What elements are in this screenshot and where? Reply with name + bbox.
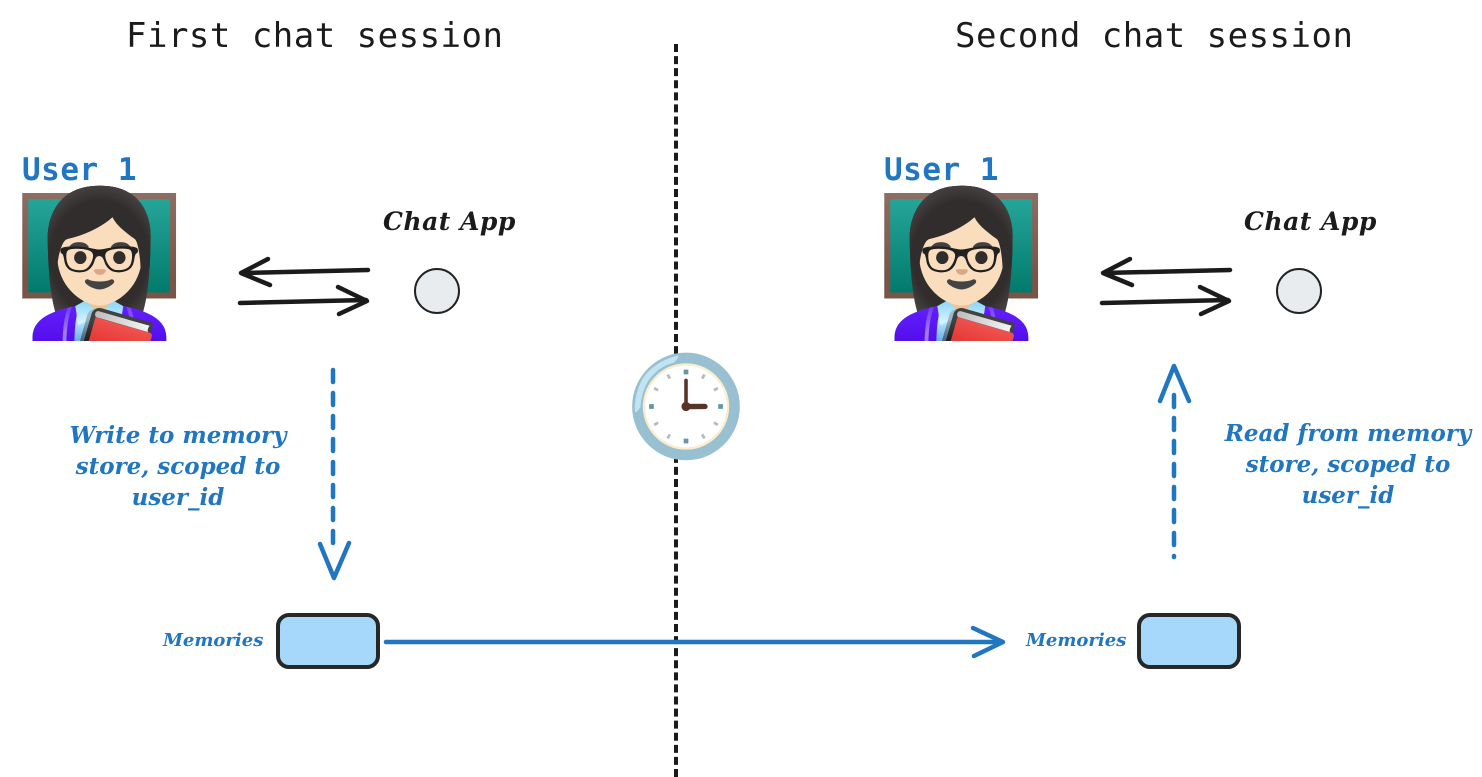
memory-persistence-arrow-icon bbox=[383, 625, 1020, 659]
clock-icon: 🕒 bbox=[625, 350, 748, 464]
left-user-label: User 1 bbox=[22, 152, 137, 188]
right-chat-app-label: Chat App bbox=[1244, 207, 1377, 236]
right-read-flow-arrow-icon bbox=[1157, 363, 1192, 560]
left-write-flow-arrow-icon bbox=[317, 367, 352, 582]
right-memory-store-box[interactable] bbox=[1137, 613, 1241, 669]
right-exchange-arrows-icon bbox=[1099, 255, 1233, 317]
left-exchange-arrows-icon bbox=[237, 255, 371, 317]
left-session-title: First chat session bbox=[126, 16, 504, 56]
left-user-avatar-icon: 👩🏻‍🏫 bbox=[12, 183, 187, 346]
left-annotation-text: Write to memory store, scoped to user_id bbox=[69, 422, 287, 512]
right-chat-app-icon[interactable] bbox=[1276, 268, 1322, 314]
left-chat-app-label: Chat App bbox=[383, 207, 516, 236]
right-user-avatar-icon: 👩🏻‍🏫 bbox=[874, 183, 1049, 346]
left-chat-app-icon[interactable] bbox=[414, 268, 460, 314]
right-session-title: Second chat session bbox=[955, 16, 1354, 56]
session-divider bbox=[674, 44, 678, 777]
right-user-label: User 1 bbox=[884, 152, 999, 188]
left-memory-store-box[interactable] bbox=[276, 613, 380, 669]
left-memories-label: Memories bbox=[163, 630, 264, 651]
right-memories-label: Memories bbox=[1026, 630, 1127, 651]
right-annotation-text: Read from memory store, scoped to user_i… bbox=[1224, 420, 1472, 510]
